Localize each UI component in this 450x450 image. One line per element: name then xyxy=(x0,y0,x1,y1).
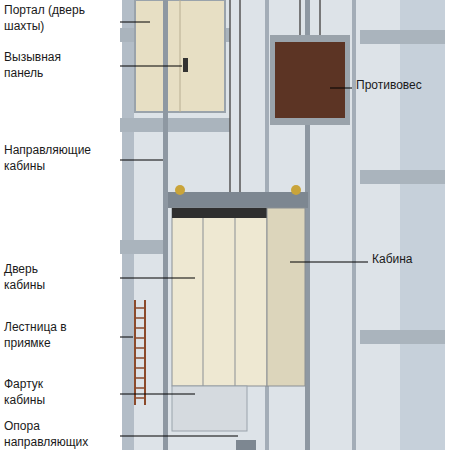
leader-line xyxy=(120,66,182,67)
leader-line xyxy=(120,160,163,161)
guide-shoe xyxy=(291,185,301,195)
counterweight xyxy=(275,42,345,118)
rope xyxy=(239,0,241,192)
rail-support xyxy=(236,440,256,450)
part-label: Фартук кабины xyxy=(4,377,64,408)
part-label: Опора направляющих xyxy=(4,419,104,450)
car-guide-rail xyxy=(163,0,168,450)
wall-column xyxy=(122,0,134,450)
car-apron xyxy=(172,386,247,431)
call-panel xyxy=(183,58,188,72)
part-label: Направляющие кабины xyxy=(4,143,104,174)
floor-slab xyxy=(120,240,168,254)
shaft-door xyxy=(135,0,225,112)
counterweight-frame xyxy=(270,35,350,125)
leader-line xyxy=(330,88,352,89)
leader-line xyxy=(120,337,133,338)
leader-line xyxy=(120,278,195,279)
counterweight-rail xyxy=(352,0,356,450)
leader-line xyxy=(120,436,238,437)
car-top-frame xyxy=(168,192,308,208)
car-side-wall xyxy=(267,208,305,386)
door-panel-edge xyxy=(235,218,236,386)
leader-lines xyxy=(120,22,368,436)
rope xyxy=(229,0,231,192)
rope xyxy=(299,0,301,35)
wall-column xyxy=(400,0,445,450)
leader-line xyxy=(290,262,368,263)
ladder-rail xyxy=(134,300,136,405)
floor-slab xyxy=(360,330,445,344)
part-label: Дверь кабины xyxy=(4,262,64,293)
door-gap xyxy=(180,0,181,112)
door-header xyxy=(172,208,267,218)
door-panel-edge xyxy=(203,218,204,386)
ladder-rail xyxy=(144,300,146,405)
shaft-back-wall xyxy=(130,0,405,450)
ladder-rungs xyxy=(135,308,145,398)
part-label: Кабина xyxy=(372,252,442,268)
part-label: Вызывная панель xyxy=(4,50,74,81)
floor-slab xyxy=(360,170,445,184)
part-label: Противовес xyxy=(356,78,444,94)
guide-shoe xyxy=(175,185,185,195)
rope xyxy=(319,0,321,35)
floor-slab xyxy=(360,30,445,44)
leader-line xyxy=(120,22,150,23)
car-door xyxy=(172,208,267,386)
part-label: Лестница в приямке xyxy=(4,320,84,351)
floor-slab xyxy=(120,118,230,132)
part-label: Портал (дверь шахты) xyxy=(4,3,96,34)
leader-line xyxy=(120,394,195,395)
